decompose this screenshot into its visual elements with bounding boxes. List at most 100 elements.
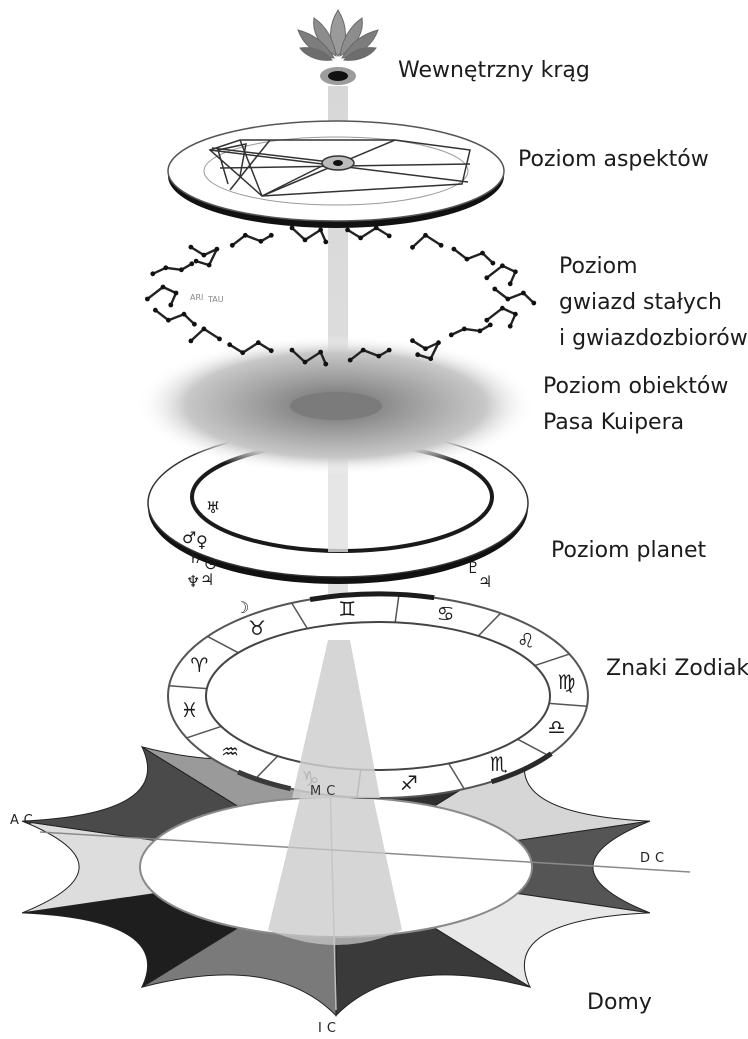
star: [243, 233, 248, 238]
label-kuiper-1: Poziom obiektów: [543, 372, 728, 402]
star: [439, 243, 444, 248]
label-zodiac: Znaki Zodiaku: [606, 654, 748, 684]
star: [269, 233, 274, 238]
star: [484, 275, 489, 280]
star: [145, 297, 150, 302]
star: [508, 324, 513, 329]
planet-glyph: ♂: [182, 528, 196, 547]
constellation: [451, 325, 490, 335]
star: [163, 265, 168, 270]
star: [531, 301, 536, 306]
star: [269, 348, 274, 353]
label-fixed-stars-3: i gwiazdozbiorów: [559, 324, 748, 354]
inner-circle-core: [328, 71, 348, 81]
star: [436, 340, 441, 345]
planet-glyph: ♄: [188, 548, 202, 567]
star: [387, 348, 392, 353]
star: [174, 291, 179, 296]
zodiac-glyph: ♍: [558, 670, 576, 694]
label-inner-circle: Wewnętrzny krąg: [398, 56, 590, 86]
star: [259, 239, 264, 244]
zodiac-glyph: ♋: [437, 602, 455, 626]
star: [189, 245, 194, 250]
star: [491, 261, 496, 266]
star: [290, 348, 295, 353]
star: [323, 362, 328, 367]
star: [484, 318, 489, 323]
star: [423, 346, 428, 351]
zodiac-glyph: ♎: [548, 715, 566, 739]
star: [423, 233, 428, 238]
inner-circle-layer: [298, 10, 378, 85]
star: [452, 247, 457, 252]
label-fixed-stars-1: Poziom: [559, 252, 638, 282]
star: [361, 348, 366, 353]
star: [192, 322, 197, 327]
star: [465, 257, 470, 262]
planet-glyph: ☽: [235, 598, 249, 617]
ic-label: IC: [318, 1021, 341, 1036]
zodiac-glyph: ♒: [221, 740, 239, 764]
star: [480, 251, 485, 256]
label-planets: Poziom planet: [551, 536, 706, 566]
label-kuiper-2: Pasa Kuipera: [543, 408, 684, 438]
zodiac-glyph: ♌: [517, 628, 535, 652]
star: [207, 263, 212, 268]
star: [462, 327, 467, 332]
star: [202, 327, 207, 332]
label-aspects: Poziom aspektów: [518, 145, 709, 175]
star: [410, 245, 415, 250]
star: [410, 338, 415, 343]
zodiac-glyph: ♉: [248, 616, 266, 640]
star: [449, 333, 454, 338]
star: [513, 269, 518, 274]
aspects-center-dot: [333, 160, 343, 166]
label-fixed-stars-2: gwiazd stałych: [559, 288, 722, 318]
star: [492, 287, 497, 292]
kuiper-layer: [136, 335, 536, 475]
star: [348, 358, 353, 363]
zodiac-glyph: ♊: [338, 597, 356, 621]
star: [240, 350, 245, 355]
star: [168, 303, 173, 308]
star: [189, 339, 194, 344]
constellation: [348, 228, 390, 238]
constellation: [487, 266, 516, 284]
star: [318, 350, 323, 355]
constellation-label: ARI: [190, 293, 203, 302]
zodiac-glyph: ♈: [190, 653, 208, 677]
star: [358, 236, 363, 241]
zodiac-glyph: ♐: [400, 771, 418, 795]
planet-glyph: ♃: [200, 570, 214, 589]
star: [179, 267, 184, 272]
star: [508, 281, 513, 286]
lotus-icon: [298, 10, 378, 60]
star: [217, 337, 222, 342]
star: [415, 352, 420, 357]
constellation: [495, 289, 534, 303]
label-houses: Domy: [587, 988, 652, 1018]
dc-label: DC: [640, 851, 669, 866]
star: [202, 253, 207, 258]
kuiper-core: [290, 392, 382, 420]
star: [303, 360, 308, 365]
constellation: [153, 264, 192, 274]
star: [153, 308, 158, 313]
star: [166, 318, 171, 323]
star: [318, 228, 323, 233]
star: [488, 323, 493, 328]
star: [227, 342, 232, 347]
star: [323, 240, 328, 245]
star: [521, 291, 526, 296]
star: [500, 263, 505, 268]
star: [478, 329, 483, 334]
zodiac-glyph: ♏: [490, 752, 508, 776]
star: [505, 297, 510, 302]
constellation-label: TAU: [207, 295, 224, 304]
star: [182, 312, 187, 317]
constellation: [232, 235, 271, 245]
aspects-layer: [168, 121, 504, 228]
aspects-plate: [168, 121, 504, 221]
star: [428, 356, 433, 361]
mc-label: MC: [310, 784, 340, 799]
